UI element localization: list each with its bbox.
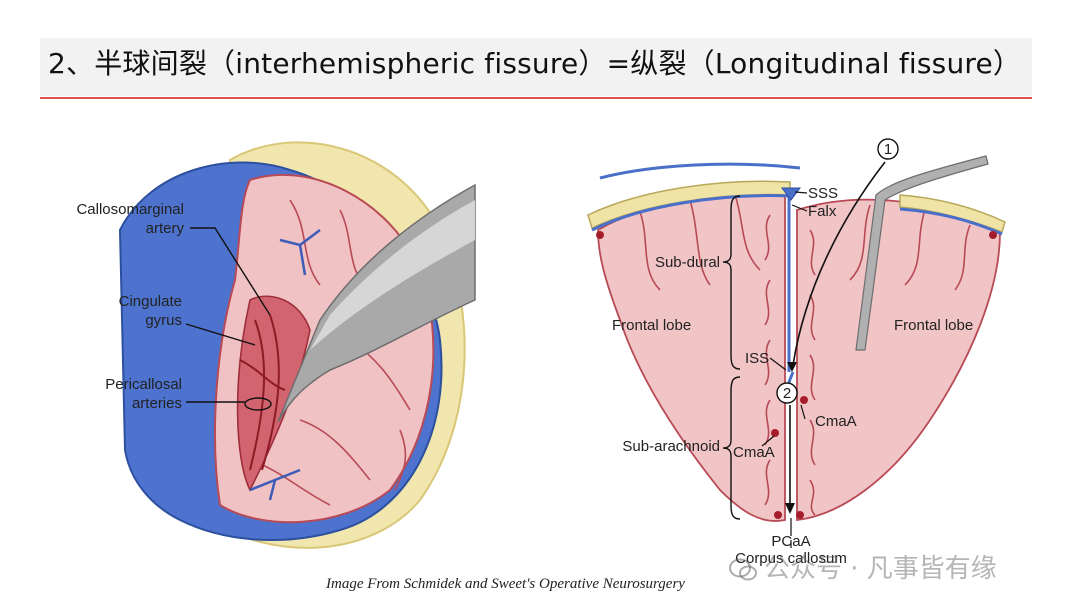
- title-bar: 2、半球间裂（interhemispheric fissure）=纵裂（Long…: [40, 38, 1032, 96]
- right-gyri-right: [809, 204, 971, 516]
- right-leader-lines: [761, 191, 808, 548]
- left-surface-veins: [249, 229, 321, 501]
- label-sss: SSS: [808, 185, 838, 202]
- label-frontal-lobe-left: Frontal lobe: [612, 317, 691, 334]
- marker-2-label: 2: [783, 385, 791, 402]
- right-gyri-left: [639, 194, 771, 506]
- label-pericallosal: Pericallosal: [105, 376, 182, 393]
- label-iss: ISS: [745, 350, 769, 367]
- watermark-text: 公众号 · 凡事皆有缘: [764, 554, 997, 584]
- arrow-head-2: [785, 503, 795, 514]
- title-divider: [40, 97, 1032, 99]
- marker-1-circle: [877, 138, 899, 160]
- label-cmaa-left: CmaA: [733, 444, 775, 461]
- arrow-head-1: [787, 362, 797, 372]
- left-retractor-highlight: [310, 200, 475, 350]
- label-pcaa: PCaA: [771, 533, 810, 550]
- label-falx: Falx: [808, 203, 837, 220]
- label-pericallosal-arteries: arteries: [132, 395, 182, 412]
- label-cingulate: Cingulate: [119, 293, 182, 310]
- left-figure: Callosomarginal artery Cingulate gyrus P…: [76, 141, 476, 549]
- left-leader-lines: [185, 227, 271, 403]
- label-subdural: Sub-dural: [655, 254, 720, 271]
- pericallosal-marker-ellipse: [244, 397, 272, 411]
- label-corpus-callosum: Corpus callosum: [735, 550, 847, 567]
- right-brackets: [722, 195, 741, 520]
- label-cingulate-gyrus: gyrus: [145, 312, 182, 329]
- left-pericallosal-vessels: [239, 314, 286, 471]
- right-vessel-dots: [596, 231, 997, 519]
- marker-1-label: 1: [884, 141, 892, 158]
- slide-title: 2、半球间裂（interhemispheric fissure）=纵裂（Long…: [48, 47, 1022, 80]
- watermark: 公众号 · 凡事皆有缘: [728, 548, 997, 585]
- label-callosomarginal: Callosomarginal: [76, 201, 184, 218]
- label-callosomarginal-artery: artery: [146, 220, 185, 237]
- image-source-caption: Image From Schmidek and Sweet's Operativ…: [326, 576, 685, 592]
- right-trajectory-arrows: [789, 161, 886, 505]
- right-right-hemisphere: [796, 198, 1001, 522]
- label-cmaa-right: CmaA: [815, 413, 857, 430]
- right-sss: [781, 187, 801, 201]
- wechat-icon: [729, 558, 757, 580]
- label-subarachnoid: Sub-arachnoid: [622, 438, 720, 455]
- right-retractor: [855, 155, 989, 351]
- marker-2-circle: [776, 382, 798, 404]
- label-frontal-lobe-right: Frontal lobe: [894, 317, 973, 334]
- right-figure: 1 2 SSS Falx Sub-dural Frontal lobe Fron…: [587, 138, 1006, 567]
